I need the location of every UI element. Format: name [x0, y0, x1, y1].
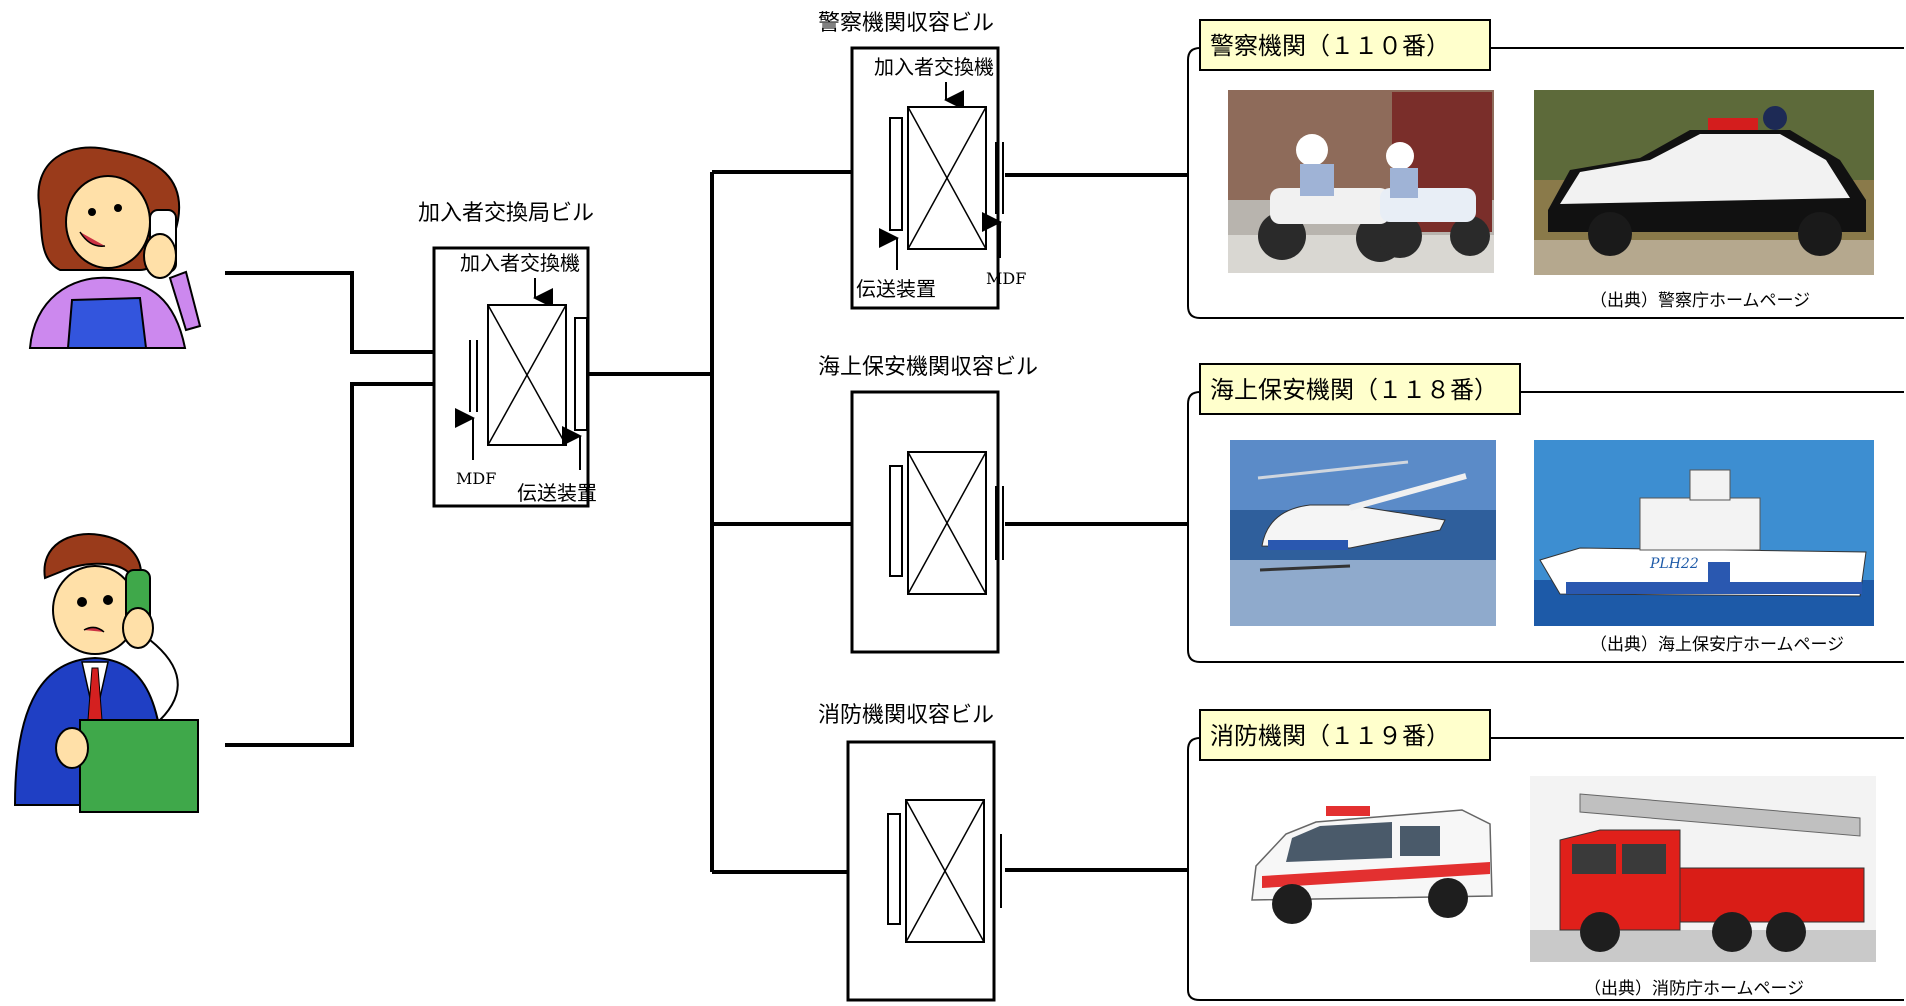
police-building-title: 警察機関収容ビル: [818, 11, 994, 36]
police-motorcycles-photo: [1228, 90, 1494, 273]
subscriber-transmission-label: 伝送装置: [517, 481, 597, 505]
subscriber-exchange-building-title: 加入者交換局ビル: [418, 201, 594, 226]
coast-guard-agency-panel: 海上保安機関（１１８番） PLH22 （出典）海上保安庁ホームページ: [1187, 363, 1904, 663]
ambulance-photo: [1251, 806, 1493, 924]
coast-guard-agency-label: 海上保安機関（１１８番）: [1210, 376, 1498, 404]
police-mdf-label: MDF: [986, 269, 1026, 288]
police-agency-panel: 警察機関（１１０番）: [1187, 19, 1904, 319]
fire-agency-panel: 消防機関（１１９番） （出典）消防庁ホームページ: [1187, 709, 1904, 1001]
coast-guard-helicopter-photo: [1230, 440, 1496, 626]
police-switch-label: 加入者交換機: [874, 55, 994, 79]
woman-caller-icon: [28, 146, 202, 349]
subscriber-mdf-label: MDF: [456, 469, 496, 488]
coast-guard-patrol-ship-photo: PLH22: [1534, 440, 1874, 626]
man-caller-icon: [13, 533, 199, 813]
coast-guard-building-title: 海上保安機関収容ビル: [818, 355, 1038, 380]
coast-guard-credit: （出典）海上保安庁ホームページ: [1590, 635, 1844, 655]
police-patrol-car-photo: [1534, 90, 1874, 275]
caller-lines: [225, 271, 470, 747]
trunk-lines: [588, 170, 1188, 874]
fire-building-title: 消防機関収容ビル: [818, 703, 994, 728]
ladder-fire-truck-photo: [1530, 776, 1876, 962]
subscriber-exchange-building: 加入者交換局ビル 加入者交換機 MDF 伝送装置: [418, 201, 597, 508]
fire-agency-label: 消防機関（１１９番）: [1210, 722, 1450, 750]
coast-guard-agency-building: 海上保安機関収容ビル: [818, 355, 1038, 654]
fire-credit: （出典）消防庁ホームページ: [1584, 979, 1804, 999]
ship-hull-marking-icon: PLH22: [1649, 556, 1699, 572]
police-agency-label: 警察機関（１１０番）: [1210, 32, 1450, 60]
police-agency-building: 警察機関収容ビル 加入者交換機 伝送装置 MDF: [818, 11, 1026, 310]
subscriber-switch-label: 加入者交換機: [460, 251, 580, 275]
fire-agency-building: 消防機関収容ビル: [818, 703, 1002, 1002]
police-transmission-label: 伝送装置: [856, 277, 936, 301]
police-credit: （出典）警察庁ホームページ: [1590, 291, 1810, 311]
